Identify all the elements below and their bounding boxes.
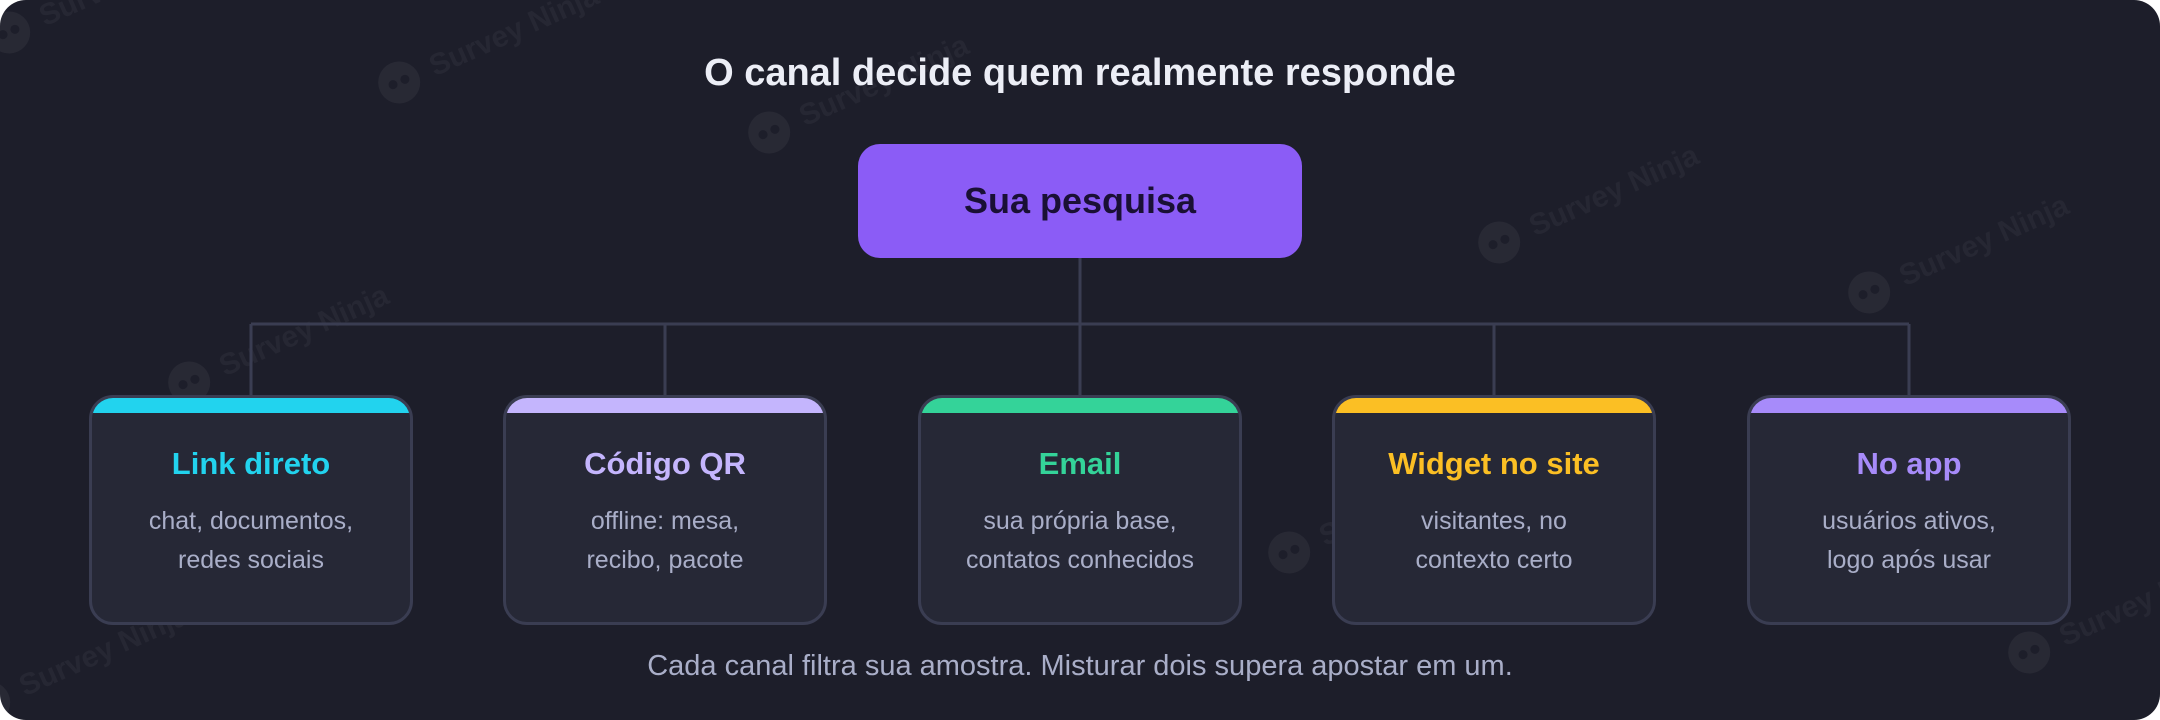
diagram-title: O canal decide quem realmente responde <box>704 52 1456 94</box>
channel-description-line: offline: mesa, <box>590 507 740 535</box>
channel-description-line: contatos conhecidos <box>966 546 1194 574</box>
channel-title: Código QR <box>584 446 746 481</box>
footer-caption: Cada canal filtra sua amostra. Misturar … <box>647 650 1513 682</box>
channel-description-line: logo após usar <box>1826 546 1991 574</box>
channel-description-line: contexto certo <box>1415 546 1573 574</box>
channel-description-line: recibo, pacote <box>586 546 744 574</box>
channel-accent-bar <box>921 398 1239 413</box>
channel-description: sua própria base, contatos conhecidos <box>935 502 1225 580</box>
channel-title: Email <box>1038 446 1122 481</box>
channel-accent-bar <box>92 398 410 413</box>
channel-description-line: redes sociais <box>178 546 324 574</box>
channel-card-link-direto: Link direto chat, documentos, redes soci… <box>89 395 413 625</box>
channel-accent-bar <box>506 398 824 413</box>
channel-accent-bar <box>1335 398 1653 413</box>
channel-description: offline: mesa, recibo, pacote <box>520 502 810 580</box>
channel-card-email: Email sua própria base, contatos conheci… <box>918 395 1242 625</box>
root-node: Sua pesquisa <box>858 144 1302 258</box>
channel-accent-bar <box>1750 398 2068 413</box>
channel-description: usuários ativos, logo após usar <box>1764 502 2054 580</box>
channel-card-widget-no-site: Widget no site visitantes, no contexto c… <box>1332 395 1656 625</box>
channel-title: Link direto <box>171 446 331 481</box>
channel-description: chat, documentos, redes sociais <box>106 502 396 580</box>
channel-description-line: chat, documentos, <box>148 507 354 535</box>
channel-title: No app <box>1856 446 1962 481</box>
channel-description-line: sua própria base, <box>983 507 1177 535</box>
channel-description-line: visitantes, no <box>1421 507 1567 535</box>
channel-card-codigo-qr: Código QR offline: mesa, recibo, pacote <box>503 395 827 625</box>
channel-description-line: usuários ativos, <box>1822 507 1996 535</box>
channel-title: Widget no site <box>1388 446 1600 481</box>
channel-description: visitantes, no contexto certo <box>1349 502 1639 580</box>
channel-card-no-app: No app usuários ativos, logo após usar <box>1747 395 2071 625</box>
